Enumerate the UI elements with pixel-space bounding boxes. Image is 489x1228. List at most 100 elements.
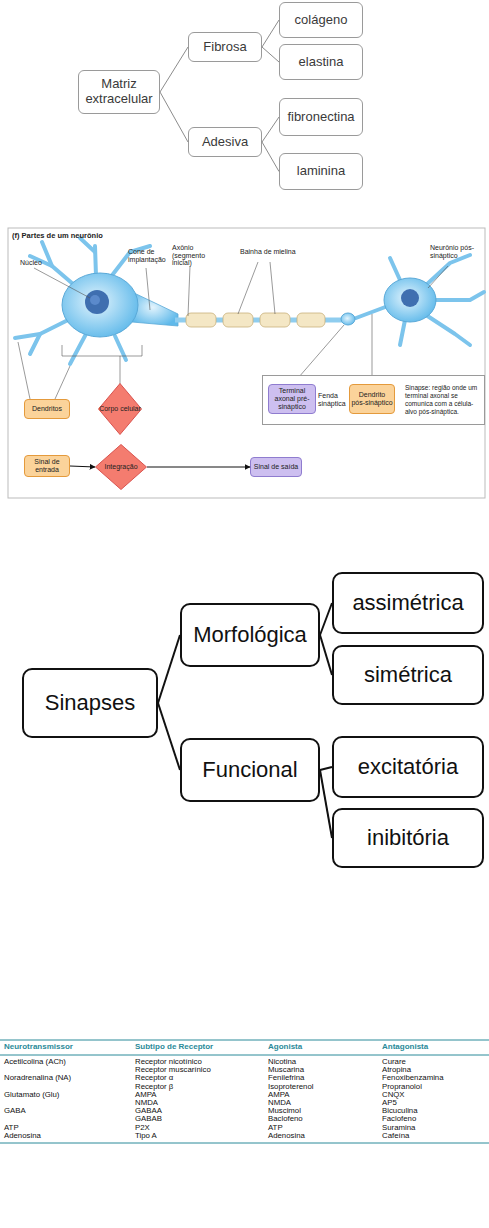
node-text: excitatória bbox=[358, 754, 458, 780]
table-rule bbox=[0, 1055, 489, 1056]
tree-box: fibronectina bbox=[279, 98, 363, 136]
table-rule bbox=[0, 1143, 489, 1144]
part-box: Terminal axonal pré-sináptico bbox=[268, 384, 316, 414]
dendrite-branch bbox=[30, 334, 40, 354]
table-cell: Adenosina bbox=[4, 1132, 41, 1141]
tree-box: laminina bbox=[279, 153, 363, 190]
table-cell: Cafeína bbox=[382, 1132, 409, 1141]
leader-line bbox=[55, 366, 70, 399]
node-text: Sinal de saída bbox=[254, 463, 298, 471]
node-text: Morfológica bbox=[193, 622, 307, 648]
tree-box: simétrica bbox=[332, 645, 484, 705]
diamond-shape bbox=[99, 384, 142, 435]
nucleus bbox=[401, 289, 419, 307]
tree-box: Morfológica bbox=[180, 603, 320, 667]
table-header: Antagonista bbox=[382, 1043, 428, 1052]
tree-box: Fibrosa bbox=[188, 32, 262, 62]
connector bbox=[158, 703, 180, 770]
dendrite-branch bbox=[400, 320, 405, 345]
node-text: Fibrosa bbox=[203, 40, 246, 55]
panel-title: (f) Partes de um neurônio bbox=[12, 232, 103, 240]
tree-box: inibitória bbox=[332, 808, 484, 868]
leader-line bbox=[238, 262, 258, 314]
node-text: Matriz extracelular bbox=[81, 77, 157, 107]
table-cell: Tipo A bbox=[135, 1132, 157, 1141]
axon-terminal bbox=[341, 313, 355, 325]
myelin-sheath bbox=[223, 313, 253, 327]
table-cell: GABA bbox=[4, 1107, 26, 1116]
myelin-sheath bbox=[186, 313, 325, 327]
connector bbox=[320, 603, 332, 635]
connector bbox=[160, 47, 188, 92]
panel-frame bbox=[8, 228, 485, 498]
node-text: laminina bbox=[297, 164, 345, 179]
dendrite-branch bbox=[80, 238, 95, 252]
leader-line bbox=[34, 268, 90, 298]
node-text: Terminal axonal pré-sináptico bbox=[270, 387, 314, 410]
table-cell: Glutamato (Glu) bbox=[4, 1091, 59, 1100]
tree-box: assimétrica bbox=[332, 572, 484, 634]
myelin-sheath bbox=[297, 313, 325, 327]
leader-line bbox=[428, 266, 448, 288]
dendrite-branch bbox=[15, 318, 72, 338]
part-label: Bainha de mielina bbox=[240, 248, 300, 256]
node-text: Corpo celular bbox=[99, 405, 141, 413]
tree-box: Sinapses bbox=[22, 668, 158, 738]
node-text: elastina bbox=[299, 55, 344, 70]
leader-line bbox=[270, 262, 275, 314]
connector bbox=[70, 466, 95, 467]
connector bbox=[320, 767, 332, 770]
node-text: Adesiva bbox=[202, 135, 248, 150]
connector bbox=[160, 92, 188, 142]
node-text: assimétrica bbox=[352, 590, 463, 616]
dendrite-branch bbox=[15, 238, 484, 364]
axon-hillock bbox=[132, 292, 178, 326]
dendrite-branch bbox=[426, 315, 470, 345]
dendrite-branch bbox=[70, 334, 86, 364]
table-header: Subtipo de Receptor bbox=[135, 1043, 213, 1052]
leader-line bbox=[146, 268, 150, 310]
leader-line bbox=[62, 345, 142, 356]
part-label: Cone de implantação bbox=[128, 248, 168, 263]
flow-box: Sinal de saída bbox=[250, 457, 302, 477]
tree-box: Adesiva bbox=[188, 127, 262, 157]
node-text: Funcional bbox=[202, 757, 297, 783]
connector bbox=[262, 117, 279, 142]
connector bbox=[262, 20, 279, 47]
node-text: Sinapses bbox=[45, 690, 136, 716]
tree-box: Matriz extracelular bbox=[78, 70, 160, 114]
table-rule bbox=[0, 1040, 489, 1143]
synapse-frame: Sinapse: região onde um terminal axonal … bbox=[262, 375, 485, 425]
dendrite-branch bbox=[115, 336, 126, 360]
part-diamond: Corpo celular bbox=[98, 383, 142, 435]
connector bbox=[262, 142, 279, 172]
node-text: Integração bbox=[104, 463, 137, 471]
cell-body bbox=[62, 273, 138, 337]
flow-box: Sinal de entrada bbox=[24, 455, 70, 477]
node-text: simétrica bbox=[364, 662, 452, 688]
part-label: Núcleo bbox=[20, 259, 42, 267]
node-text: Dendrito pós-sináptico bbox=[351, 391, 393, 406]
nucleolus bbox=[90, 295, 100, 305]
node-text: Sinal de entrada bbox=[26, 458, 68, 473]
nucleus bbox=[85, 290, 109, 314]
tree-box: excitatória bbox=[332, 736, 484, 798]
connector bbox=[158, 635, 180, 703]
dendrite-branch bbox=[434, 292, 484, 300]
table-cell: Adenosina bbox=[268, 1132, 305, 1141]
part-box: Dendrito pós-sináptico bbox=[349, 384, 395, 414]
node-text: inibitória bbox=[367, 825, 449, 851]
leader-line bbox=[120, 356, 121, 384]
connector bbox=[147, 467, 250, 468]
diamond-shape bbox=[96, 445, 147, 490]
part-label: Neurônio pós-sináptico bbox=[430, 244, 480, 259]
connector bbox=[262, 47, 279, 62]
leader-line bbox=[18, 262, 448, 421]
table-cell: Noradrenalina (NA) bbox=[4, 1074, 71, 1083]
part-box: Dendritos bbox=[24, 399, 70, 419]
table-header: Agonista bbox=[268, 1043, 302, 1052]
table-rule bbox=[0, 1040, 489, 1041]
leader-line bbox=[18, 342, 30, 399]
connector bbox=[320, 635, 332, 675]
